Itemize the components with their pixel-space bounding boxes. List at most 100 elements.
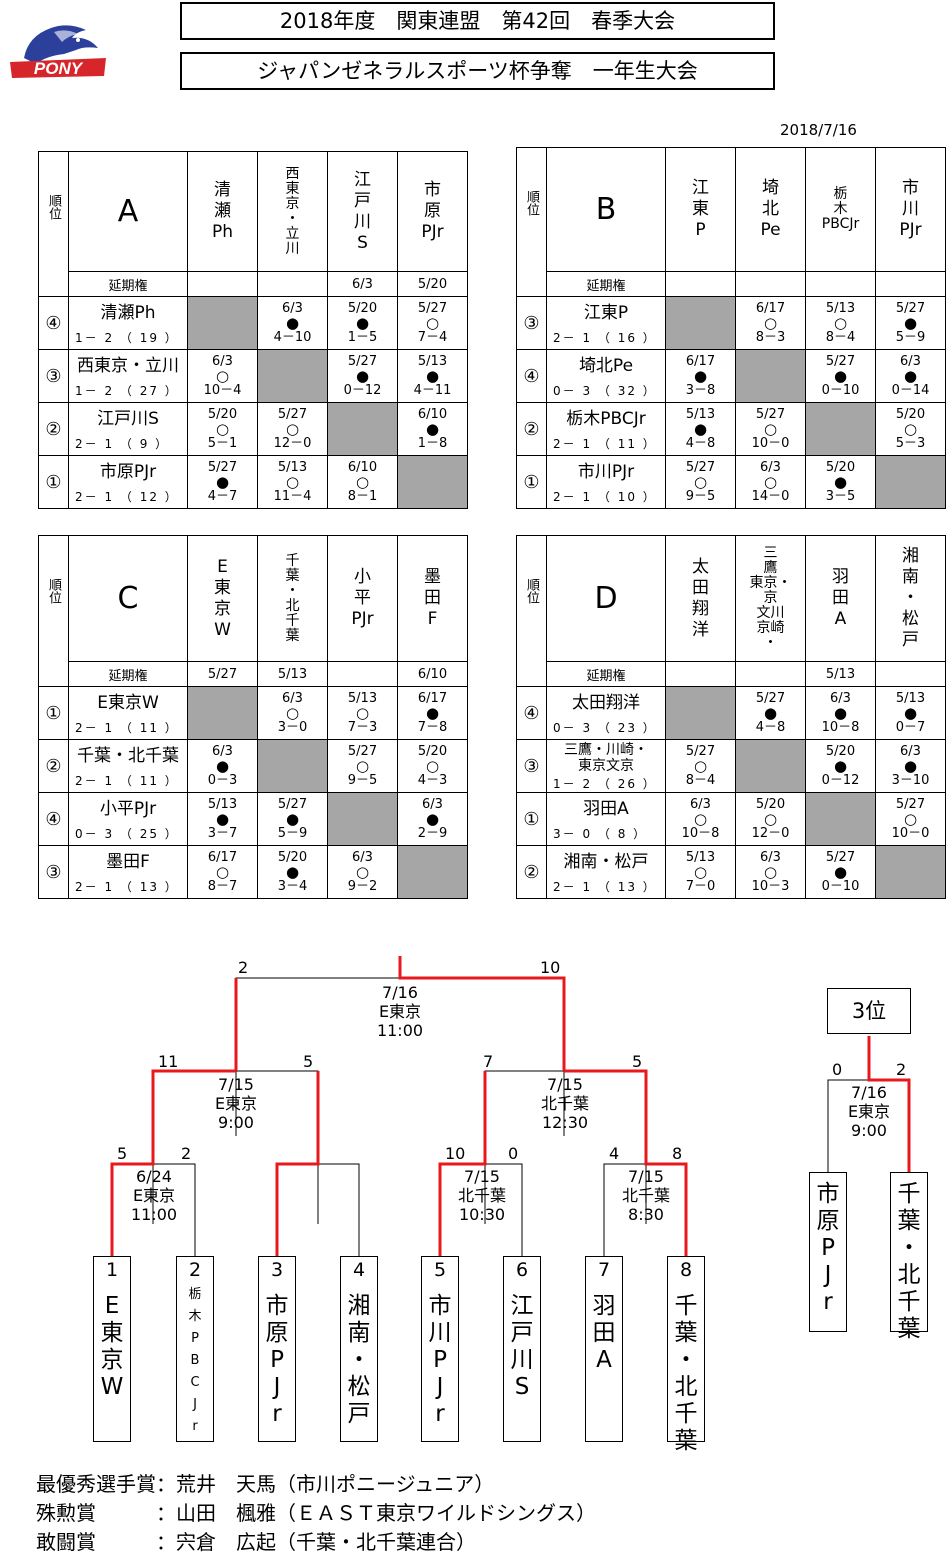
match-mark: ○ [425,313,440,332]
team-char: 戸 [347,1401,371,1427]
match-mark: ● [763,703,778,722]
match-result-cell: 6/3●0－14 [875,349,946,403]
q3-time: 10:30 [458,1205,506,1224]
team-name: 湘南・松戸 [563,852,649,872]
match-score: 8－3 [755,329,786,345]
rank-value: ④ [38,792,69,846]
team-char: J [273,1374,281,1400]
team-name-line2: 東京文京 [578,758,634,774]
match-date: 5/20 [825,459,856,475]
match-date: 6/17 [207,849,238,865]
match-date: 5/20 [755,796,786,812]
team-char: 市 [265,1293,289,1319]
match-date: 5/27 [755,690,786,706]
match-result-cell: 6/10○8－1 [327,455,398,509]
team-name: 江東P [583,303,629,323]
team-char: 南 [347,1320,371,1346]
match-date: 5/13 [685,406,716,422]
team-char: 羽 [592,1293,616,1319]
match-mark: ● [425,703,440,722]
match-result-cell: 6/3○14－0 [735,455,806,509]
self-match-cell [257,349,328,403]
match-mark: ○ [215,366,230,385]
third-score-right: 2 [896,1060,907,1079]
match-mark: ● [903,366,918,385]
match-result-cell: 5/27○9－5 [665,455,736,509]
match-date: 5/27 [347,353,378,369]
match-score: 2－9 [417,825,448,841]
match-result-cell: 6/17●3－8 [665,349,736,403]
match-score: 14－0 [751,488,790,504]
match-score: 3－7 [207,825,238,841]
award-kanto: 敢闘賞 ：宍倉 広起（千葉・北千葉連合） [36,1530,476,1554]
match-result-cell: 5/20●3－4 [257,845,328,899]
match-score: 7－0 [685,878,716,894]
team-char: 千 [674,1401,698,1427]
team-char: 湘 [347,1293,371,1319]
match-score: 10－4 [203,382,242,398]
match-result-cell: 5/13●3－7 [187,792,258,846]
team-record: 2－ 1 （ 9 ） [75,437,170,451]
team-char: 千 [897,1289,921,1315]
match-date: 5/13 [895,690,926,706]
team-name: 太田翔洋 [572,693,640,713]
match-date: 6/3 [352,849,373,865]
team-record: 2－ 1 （ 13 ） [553,880,657,894]
team-char: 千 [897,1181,921,1207]
logo-text: PONY [34,59,84,78]
match-date: 5/13 [417,353,448,369]
match-result-cell: 6/3○10－3 [735,845,806,899]
match-score: 9－2 [347,878,378,894]
match-date: 6/3 [212,353,233,369]
team-char: 市 [816,1181,840,1207]
team-char: 栃 [188,1287,202,1302]
team-char: P [191,1331,199,1346]
extension-date: 6/3 [327,271,398,297]
seed-number: 8 [679,1259,693,1281]
match-mark: ● [425,419,440,438]
q4-score-right: 8 [672,1144,683,1163]
team-record: 0－ 3 （ 32 ） [553,384,657,398]
team-char: 松 [347,1374,371,1400]
match-mark: ● [693,419,708,438]
team-name: 市川PJr [577,462,635,482]
rank-value: ② [516,845,547,899]
match-score: 1－5 [347,329,378,345]
semi-right-time: 12:30 [541,1113,589,1132]
match-result-cell: 5/27●0－12 [327,349,398,403]
semi-left-time: 9:00 [218,1113,254,1132]
extension-date [665,661,736,687]
match-date: 5/27 [755,406,786,422]
team-char: J [436,1374,444,1400]
extension-date [327,661,398,687]
match-score: 8－1 [347,488,378,504]
third-place-team-2: 千葉・北千葉 [890,1172,928,1342]
team-char: r [823,1289,833,1315]
team-name: 三鷹・川崎・ [564,742,648,758]
self-match-cell [735,349,806,403]
extension-date: 5/20 [397,271,468,297]
third-date: 7/16 [851,1083,887,1102]
match-mark: ● [215,756,230,775]
self-match-cell [875,845,946,899]
match-date: 5/20 [895,406,926,422]
